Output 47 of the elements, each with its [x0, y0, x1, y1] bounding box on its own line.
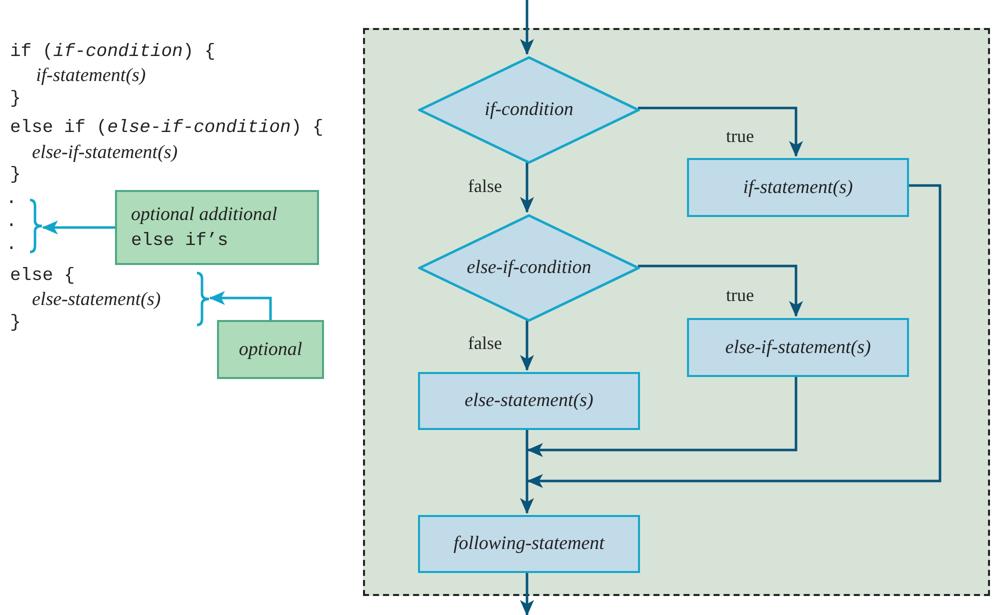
- code-line: }: [10, 165, 21, 185]
- code-line: .: [6, 212, 17, 232]
- code-line: .: [6, 189, 17, 209]
- code-line: }: [10, 89, 21, 109]
- note-box: [217, 320, 324, 379]
- curly-brace: [195, 271, 211, 327]
- process-box: [418, 515, 640, 573]
- leader-arrow: [209, 291, 272, 320]
- flow-arrow: [520, 162, 534, 213]
- note-text: optional additional: [131, 202, 278, 226]
- statement-text: else-if-condition: [466, 256, 592, 280]
- process-box: [687, 318, 909, 377]
- statement-text: if-statement(s): [743, 176, 853, 200]
- decision-diamond: [418, 214, 640, 322]
- code-text: else if’s: [131, 230, 228, 252]
- code-line: if (if-condition) {: [10, 42, 216, 62]
- code-line: .: [6, 235, 17, 255]
- statement-text: following-statement: [454, 532, 604, 556]
- code-line: }: [10, 313, 21, 333]
- edge-label: false: [468, 333, 502, 354]
- code-line: else-statement(s): [32, 289, 161, 311]
- edge-label: false: [468, 176, 502, 197]
- process-box: [687, 158, 909, 217]
- flow-arrow: [638, 106, 803, 157]
- statement-text: else-if-statement(s): [725, 336, 871, 360]
- code-line: else {: [10, 266, 75, 286]
- flow-arrow: [520, 428, 534, 514]
- edge-label: true: [726, 126, 754, 147]
- edge-label: true: [726, 285, 754, 306]
- flow-arrow: [527, 184, 942, 488]
- dashed-region: [363, 28, 990, 596]
- leader-arrow: [42, 220, 115, 234]
- decision-diamond: [418, 56, 640, 164]
- statement-text: else-statement(s): [464, 389, 594, 413]
- code-line: else-if-statement(s): [32, 142, 178, 164]
- statement-text: if-condition: [484, 98, 574, 122]
- flow-arrow: [638, 264, 803, 317]
- flow-arrow: [527, 375, 798, 457]
- code-line: else if (else-if-condition) {: [10, 118, 324, 138]
- flow-arrow: [520, 0, 534, 55]
- process-box: [418, 372, 640, 430]
- code-line: if-statement(s): [36, 65, 146, 87]
- note-text: optional: [238, 338, 302, 362]
- note-box: [115, 190, 319, 265]
- flow-arrow: [520, 571, 534, 615]
- curly-brace: [28, 198, 44, 254]
- flow-arrow: [520, 320, 534, 371]
